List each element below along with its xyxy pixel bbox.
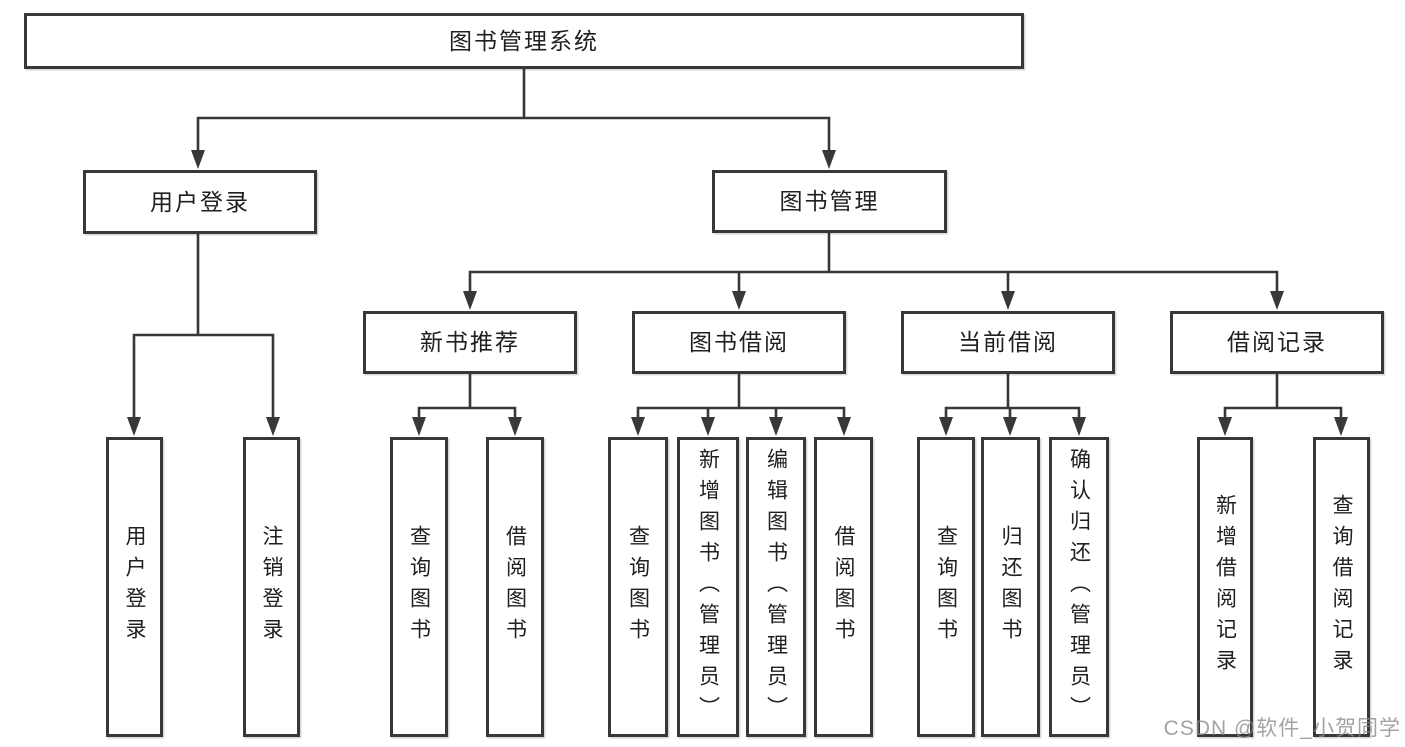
leaf-label: 确认归还（管理员）	[1067, 447, 1091, 727]
leaf-bb-query-books: 查询图书	[608, 437, 668, 737]
leaf-bb-edit-books: 编辑图书（管理员）	[746, 437, 806, 737]
leaf-label: 借阅图书	[503, 525, 527, 649]
leaf-label: 编辑图书（管理员）	[764, 447, 788, 727]
node-root-label: 图书管理系统	[449, 27, 599, 54]
leaf-label: 查询图书	[626, 525, 650, 649]
node-label: 用户登录	[150, 188, 250, 215]
leaf-label: 查询借阅记录	[1330, 494, 1353, 680]
leaf-user-login: 用户登录	[106, 437, 163, 737]
node-label: 新书推荐	[420, 329, 520, 355]
leaf-nbr-query-books: 查询图书	[390, 437, 448, 737]
leaf-label: 归还图书	[999, 525, 1022, 649]
node-book-management: 图书管理	[712, 170, 947, 233]
leaf-cb-return-books: 归还图书	[981, 437, 1040, 737]
node-label: 图书借阅	[689, 329, 789, 355]
leaf-br-query-record: 查询借阅记录	[1313, 437, 1370, 737]
leaf-logout: 注销登录	[243, 437, 300, 737]
watermark: CSDN @软件_小贺同学	[1163, 717, 1401, 740]
arrowhead-icons	[127, 150, 1348, 436]
node-new-book-recommend: 新书推荐	[363, 311, 577, 374]
node-label: 借阅记录	[1227, 329, 1327, 355]
leaf-br-add-record: 新增借阅记录	[1197, 437, 1253, 737]
node-current-borrowing: 当前借阅	[901, 311, 1115, 374]
node-book-borrowing: 图书借阅	[632, 311, 846, 374]
leaf-label: 查询图书	[407, 525, 431, 649]
leaf-label: 注销登录	[260, 525, 283, 649]
leaf-cb-query-books: 查询图书	[917, 437, 975, 737]
leaf-cb-confirm-return: 确认归还（管理员）	[1049, 437, 1109, 737]
node-label: 图书管理	[779, 188, 880, 214]
leaf-label: 新增图书（管理员）	[696, 447, 720, 727]
leaf-label: 用户登录	[123, 525, 146, 649]
node-root: 图书管理系统	[24, 13, 1024, 69]
leaf-label: 借阅图书	[832, 525, 855, 649]
leaf-nbr-borrow-books: 借阅图书	[486, 437, 544, 737]
node-user-login: 用户登录	[83, 170, 317, 234]
node-label: 当前借阅	[958, 329, 1058, 355]
leaf-bb-borrow-books: 借阅图书	[814, 437, 873, 737]
leaf-bb-add-books: 新增图书（管理员）	[677, 437, 739, 737]
leaf-label: 新增借阅记录	[1213, 494, 1237, 680]
leaf-label: 查询图书	[934, 525, 958, 649]
node-borrowing-records: 借阅记录	[1170, 311, 1384, 374]
